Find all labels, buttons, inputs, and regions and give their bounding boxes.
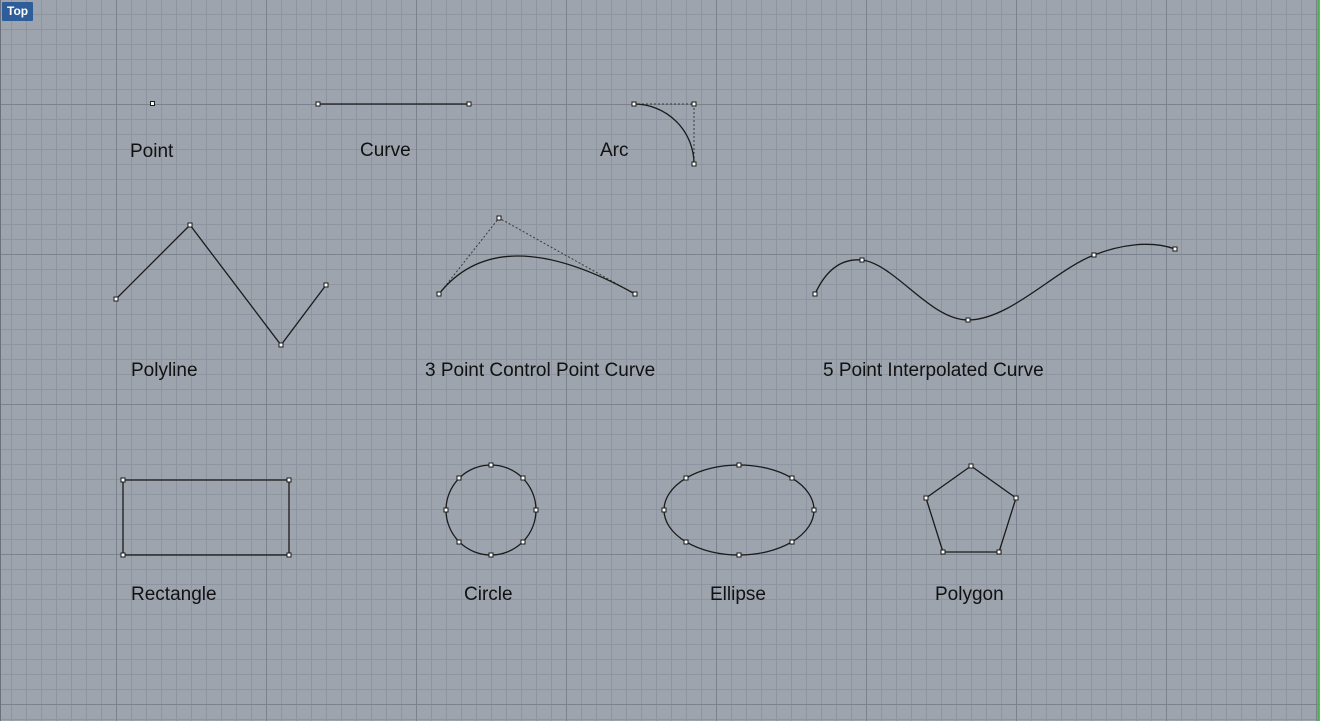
control-point-grip[interactable] [496,215,502,221]
rectangle-corner-grip[interactable] [286,477,292,483]
polygon-grip[interactable] [923,495,929,501]
interpolated-curve-grip[interactable] [1172,246,1178,252]
point-label: Point [130,141,174,162]
interpolated-curve-grip[interactable] [1091,252,1097,258]
arc-corner-grip[interactable] [691,101,697,107]
circle-object[interactable] [443,462,539,558]
control-point-curve-object[interactable] [436,215,638,297]
polygon-grip[interactable] [996,549,1002,555]
rectangle-corner-grip[interactable] [286,552,292,558]
ellipse-grip[interactable] [789,539,795,545]
polygon-shape[interactable] [925,465,1017,553]
circle-grip[interactable] [520,539,526,545]
circle-grip[interactable] [488,462,494,468]
arc-curve[interactable] [633,103,695,165]
interpolated-curve-grip[interactable] [965,317,971,323]
ellipse-grip[interactable] [736,462,742,468]
circle-grip[interactable] [488,552,494,558]
rectangle-corner-grip[interactable] [120,477,126,483]
interpolated-curve-grip[interactable] [812,291,818,297]
point-grip[interactable] [150,101,155,106]
rectangle-label: Rectangle [131,584,217,605]
point-object[interactable] [150,101,155,106]
arc-start-grip[interactable] [631,101,637,107]
polyline-grip[interactable] [323,282,329,288]
ellipse-grip[interactable] [811,507,817,513]
arc-label: Arc [600,140,629,161]
polyline-object[interactable] [113,222,329,348]
control-point-grip[interactable] [436,291,442,297]
polyline-label: Polyline [131,360,198,381]
polyline-grip[interactable] [113,296,119,302]
ellipse-grip[interactable] [789,475,795,481]
curve-start-grip[interactable] [315,101,321,107]
polyline-path[interactable] [115,224,327,347]
ellipse-object[interactable] [661,462,817,558]
control-point-curve-path[interactable] [438,255,636,295]
ellipse-grip[interactable] [661,507,667,513]
rectangle-object[interactable] [120,477,292,558]
polygon-grip[interactable] [1013,495,1019,501]
rectangle-corner-grip[interactable] [120,552,126,558]
circle-label: Circle [464,584,513,605]
interpolated-curve-object[interactable] [812,243,1178,323]
ellipse-grip[interactable] [683,475,689,481]
rectangle-shape[interactable] [122,479,290,556]
ellipse-grip[interactable] [736,552,742,558]
arc-end-grip[interactable] [691,161,697,167]
circle-grip[interactable] [456,475,462,481]
circle-grip[interactable] [443,507,449,513]
curve-label: Curve [360,140,411,161]
polygon-object[interactable] [923,463,1019,555]
control-point-grip[interactable] [632,291,638,297]
interpolated-curve-label: 5 Point Interpolated Curve [823,360,1044,381]
polygon-grip[interactable] [968,463,974,469]
polyline-grip[interactable] [278,342,284,348]
circle-grip[interactable] [456,539,462,545]
polygon-label: Polygon [935,584,1004,605]
curve-end-grip[interactable] [466,101,472,107]
ellipse-grip[interactable] [683,539,689,545]
ellipse-label: Ellipse [710,584,766,605]
curve-object[interactable] [315,101,472,107]
polygon-grip[interactable] [940,549,946,555]
interpolated-curve-grip[interactable] [859,257,865,263]
viewport-title-tab[interactable]: Top [2,2,34,21]
circle-grip[interactable] [520,475,526,481]
circle-grip[interactable] [533,507,539,513]
control-point-curve-label: 3 Point Control Point Curve [425,360,655,381]
arc-object[interactable] [631,101,697,167]
polyline-grip[interactable] [187,222,193,228]
